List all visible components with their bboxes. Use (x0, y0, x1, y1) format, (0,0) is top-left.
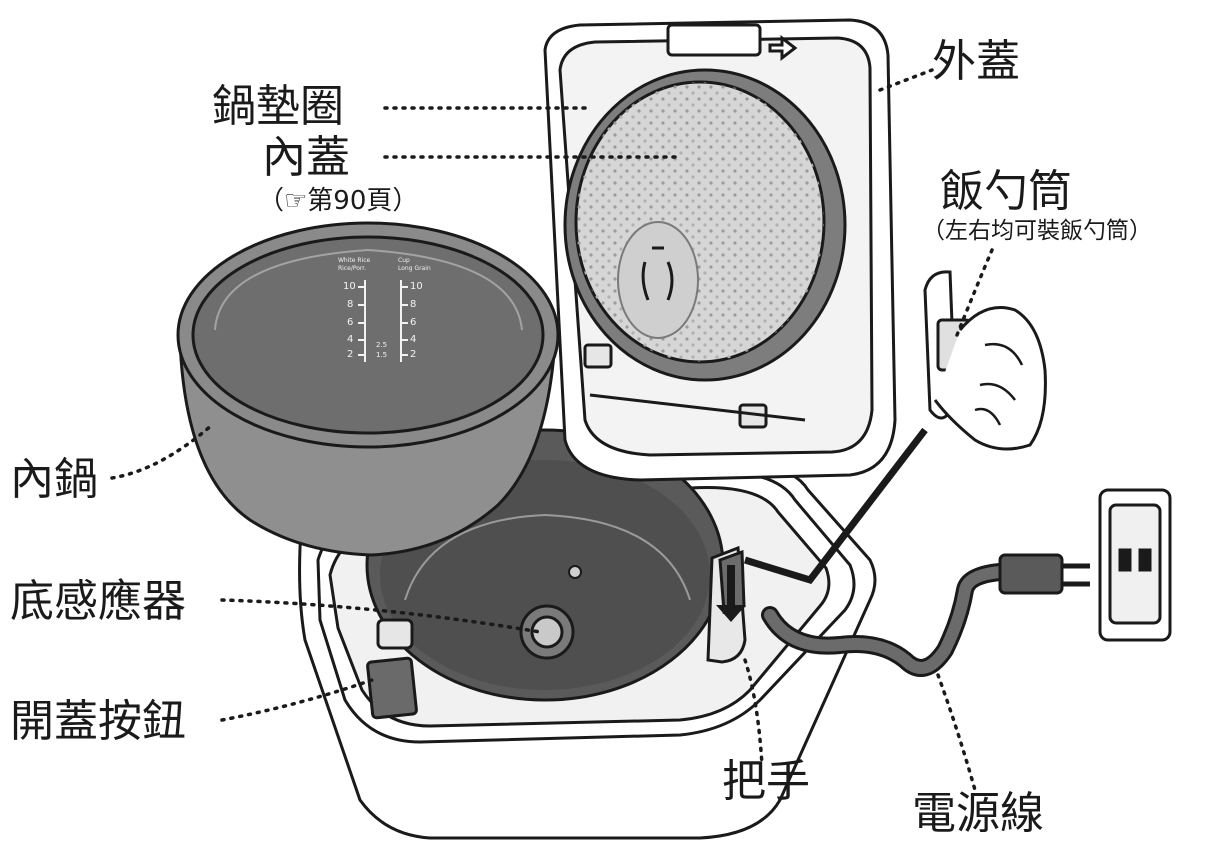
scale-right-8: 8 (410, 299, 417, 310)
scale-right-sub: Long Grain (398, 265, 431, 272)
label-handle: 把手 (722, 756, 810, 807)
scale-right-6: 6 (410, 317, 417, 328)
attach-pointer-line (743, 427, 928, 585)
handle-arrow (716, 565, 746, 622)
scale-right-title: Cup (398, 257, 410, 264)
scale-left-sub: Rice/Porr. (338, 265, 367, 272)
label-power-cord: 電源線 (912, 788, 1044, 839)
label-inner-pot: 內鍋 (10, 454, 98, 505)
scale-mid-1-5: 1.5 (376, 351, 388, 359)
scale-right-4: 4 (410, 334, 417, 345)
power-cord (761, 553, 1090, 677)
leader-lines (110, 68, 994, 792)
label-bottom-sensor: 底感應器 (10, 576, 186, 627)
scale-left-6: 6 (347, 317, 354, 328)
label-lid-button: 開蓋按鈕 (10, 696, 186, 747)
paddle-holder-hand (923, 270, 1047, 451)
label-inner-lid: 內蓋 (262, 132, 350, 183)
label-gasket: 鍋墊圈 (212, 81, 344, 132)
scale-left-8: 8 (347, 299, 354, 310)
wall-outlet (1098, 488, 1172, 642)
scale-mid-2-5: 2.5 (376, 341, 388, 349)
label-inner-lid-ref: （☞第90頁） (258, 186, 419, 216)
scale-left-title: White Rice (338, 257, 371, 264)
inner-pot (176, 221, 560, 557)
scale-right-10: 10 (410, 281, 423, 292)
label-paddle-holder-note: （左右均可裝飯勺筒） (922, 218, 1152, 244)
scale-left-10: 10 (343, 281, 356, 292)
scale-left-2: 2 (347, 349, 354, 360)
scale-right-2: 2 (410, 349, 417, 360)
label-paddle-holder: 飯勺筒 (940, 166, 1072, 217)
outer-lid (543, 18, 897, 482)
label-outer-lid: 外蓋 (932, 36, 1020, 87)
scale-left-4: 4 (347, 334, 354, 345)
